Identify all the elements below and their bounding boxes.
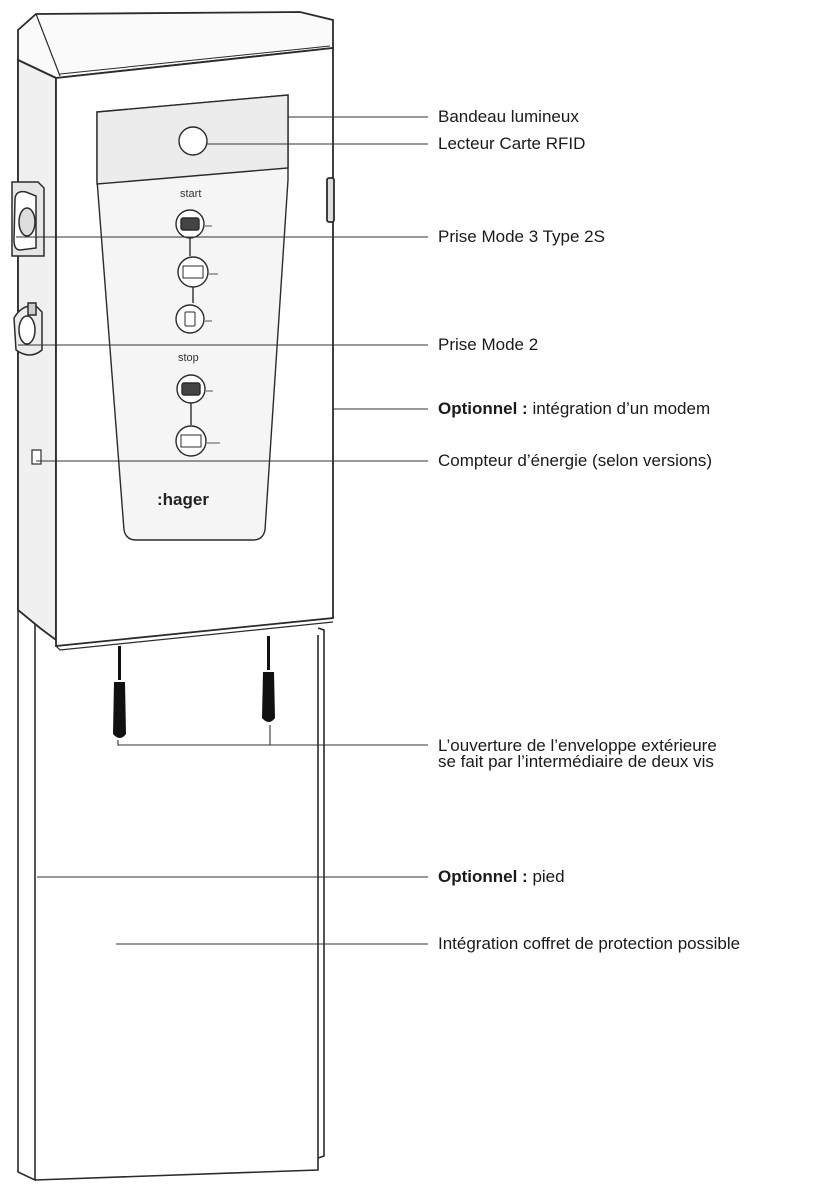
callout-bandeau-lumineux: Bandeau lumineux: [438, 107, 579, 126]
callout-prise-mode2: Prise Mode 2: [438, 335, 539, 354]
callout-compteur: Compteur d’énergie (selon versions): [438, 451, 713, 470]
callout-ouverture-vis: L’ouverture de l’enveloppe extérieure se…: [438, 736, 717, 771]
disconnect-plug-icon: [175, 425, 207, 457]
rfid-reader-icon: [178, 126, 208, 156]
brand-logo: :hager: [157, 490, 209, 509]
start-label: start: [180, 188, 201, 200]
callout-vis-line1: L’ouverture de l’enveloppe extérieure: [438, 736, 717, 755]
socket-mode3-icon: [11, 181, 45, 257]
callout-modem: Optionnel : intégration d’un modem: [438, 399, 711, 418]
callout-coffret: Intégration coffret de protection possib…: [438, 934, 741, 953]
leader-lines: [16, 116, 428, 945]
callout-prise-mode3: Prise Mode 3 Type 2S: [438, 227, 605, 246]
callout-lecteur-rfid: Lecteur Carte RFID: [438, 134, 586, 153]
charge-battery-icon: [175, 304, 205, 334]
callout-pied: Optionnel : pied: [438, 867, 565, 886]
energy-meter-window: [31, 449, 42, 465]
socket-mode2-icon: [13, 302, 43, 356]
stop-label: stop: [178, 352, 199, 364]
callout-vis-line2: se fait par l’intermédiaire de deux vis: [438, 752, 714, 771]
screwdriver-left-icon: [113, 646, 126, 738]
panel-buttons: [175, 209, 209, 457]
pedestal: [17, 59, 325, 1182]
screwdriver-right-icon: [262, 636, 275, 722]
